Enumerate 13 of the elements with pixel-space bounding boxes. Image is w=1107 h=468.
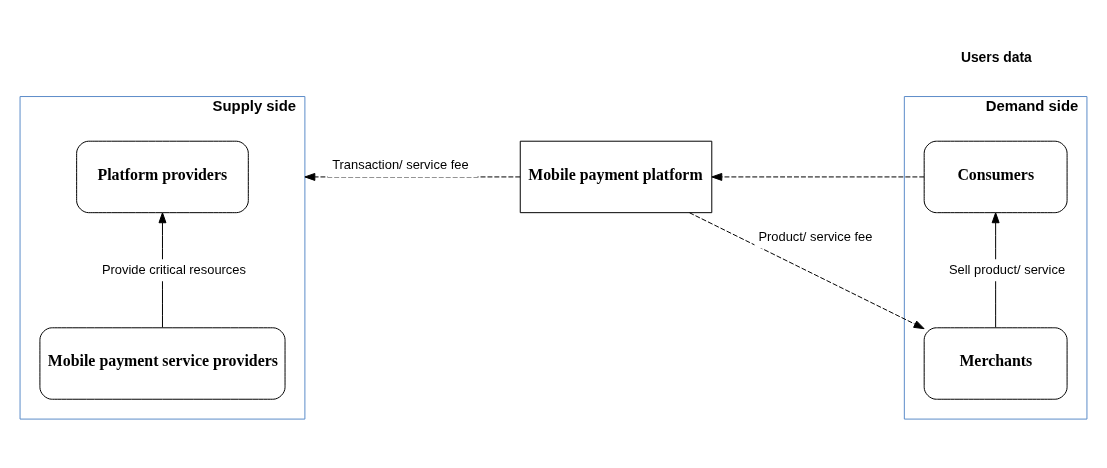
node-box: Mobile payment service providers: [39, 327, 286, 400]
edge-label: Provide critical resources: [101, 261, 246, 277]
node-box: Mobile payment platform: [519, 140, 713, 214]
node-box: Platform providers: [76, 140, 249, 214]
node-box: Consumers: [923, 140, 1068, 214]
arrow: [689, 212, 925, 330]
node-box: Merchants: [923, 327, 1068, 400]
arrow: [711, 172, 925, 181]
edge-label: Transaction/ service fee: [332, 157, 469, 173]
edge-label: Product/ service fee: [758, 228, 873, 244]
edge-label: Sell product/ service: [948, 261, 1066, 277]
label: Users data: [960, 48, 1032, 65]
arrow: [304, 172, 521, 181]
